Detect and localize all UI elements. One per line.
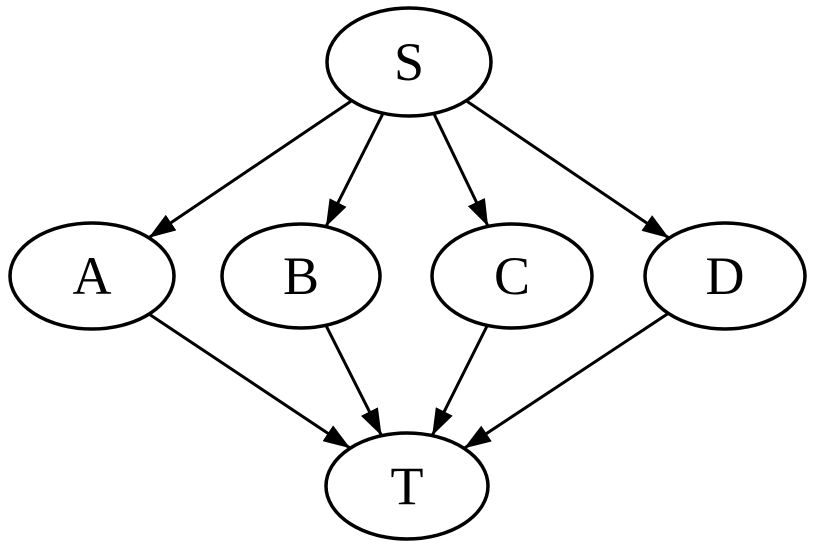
node-A: A	[8, 221, 176, 331]
node-ellipse-B	[220, 222, 382, 330]
nodes-layer: S A B C D T	[8, 6, 807, 541]
edge-D-T	[463, 312, 670, 450]
edge-S-B	[324, 112, 385, 228]
node-S: S	[325, 6, 493, 118]
node-label-S: S	[394, 32, 424, 92]
node-label-D: D	[706, 246, 745, 306]
node-D: D	[643, 221, 807, 331]
node-ellipse-C	[430, 222, 594, 330]
node-ellipse-A	[8, 221, 176, 331]
edge-S-A	[147, 99, 353, 239]
edge-C-T	[430, 324, 489, 437]
edges-layer	[147, 99, 670, 450]
node-ellipse-T	[324, 431, 490, 541]
edge-S-C	[432, 112, 490, 228]
node-label-T: T	[391, 456, 424, 516]
node-B: B	[220, 222, 382, 330]
node-ellipse-S	[325, 6, 493, 118]
edge-S-D	[465, 99, 670, 240]
edge-B-T	[324, 324, 383, 437]
node-label-A: A	[73, 246, 112, 306]
edge-A-T	[148, 312, 352, 450]
node-label-C: C	[494, 246, 530, 306]
node-label-B: B	[283, 246, 319, 306]
node-ellipse-D	[643, 221, 807, 331]
node-T: T	[324, 431, 490, 541]
node-C: C	[430, 222, 594, 330]
